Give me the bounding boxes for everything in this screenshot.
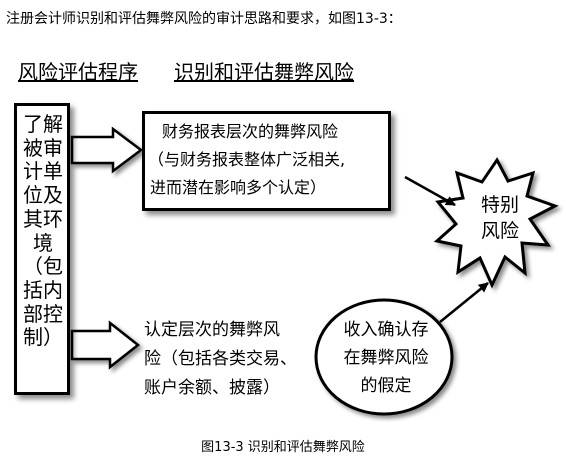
understand-entity-box xyxy=(14,103,70,395)
left-line: 计单 xyxy=(23,159,63,184)
top-line: （与财务报表整体广泛相关, xyxy=(148,150,346,169)
block-arrow-lower xyxy=(70,320,141,370)
left-line: 境 xyxy=(33,230,53,255)
star-line: 特别 xyxy=(480,194,519,216)
figure-caption: 图13-3 识别和评估舞弊风险 xyxy=(201,440,365,455)
arrow-to-star-from-oval xyxy=(439,282,489,323)
top-line: 财务报表层次的舞弊风险 xyxy=(162,122,339,141)
bottom-line: 账户余额、披露） xyxy=(144,378,280,398)
bottom-line: 险（包括各类交易、 xyxy=(144,349,297,369)
financial-statement-level-risk-box xyxy=(142,111,391,211)
top-line: 进而潜在影响多个认定） xyxy=(150,178,327,197)
bottom-line: 认定层次的舞弊风 xyxy=(144,320,280,340)
left-line: 其环 xyxy=(23,206,63,231)
understand-entity-text: 了解 被审 计单 位及 其环 境 （包 括内 部控 制） xyxy=(18,112,68,350)
intro-text: 注册会计师识别和评估舞弊风险的审计思路和要求，如图13-3： xyxy=(6,11,402,27)
left-line: 位及 xyxy=(23,183,63,208)
left-line: 括内 xyxy=(23,277,63,302)
block-arrow-upper xyxy=(70,126,144,174)
left-line: （包 xyxy=(23,254,63,279)
header-risk-assessment-procedures: 风险评估程序 xyxy=(18,60,138,84)
oval-line: 收入确认存 xyxy=(343,320,429,340)
left-line: 了解 xyxy=(23,112,63,136)
arrow-to-star-from-top xyxy=(404,175,456,207)
oval-line: 在舞弊风险 xyxy=(343,348,429,368)
significant-risk-text: 特别 风险 xyxy=(470,192,530,244)
revenue-recognition-text: 收入确认存 在舞弊风险 的假定 xyxy=(324,316,448,400)
financial-statement-level-risk-text: 财务报表层次的舞弊风险 （与财务报表整体广泛相关, 进而潜在影响多个认定） xyxy=(148,118,388,202)
header-identify-assess-fraud-risk: 识别和评估舞弊风险 xyxy=(174,60,354,84)
assertion-level-risk-text: 认定层次的舞弊风 险（包括各类交易、 账户余额、披露） xyxy=(144,316,304,403)
star-line: 风险 xyxy=(480,220,519,242)
left-line: 被审 xyxy=(23,135,63,160)
left-line: 制） xyxy=(23,325,63,350)
left-line: 部控 xyxy=(23,301,63,326)
revenue-recognition-oval xyxy=(314,298,454,416)
oval-line: 的假定 xyxy=(360,376,412,396)
